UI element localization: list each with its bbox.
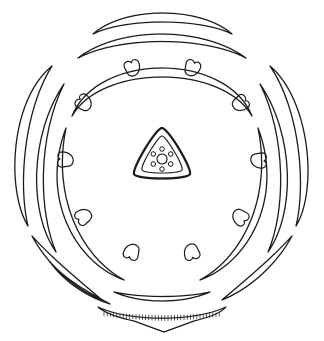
petal-arc-top — [78, 34, 246, 58]
stamen-lobe — [58, 152, 74, 167]
keeled-sepal-hatching — [104, 312, 219, 321]
inner-whorl — [57, 68, 267, 280]
stamen-lobe — [123, 58, 142, 78]
petal-whorl — [37, 34, 288, 304]
stamen-lobe — [122, 242, 141, 262]
petal-arc-bottom — [114, 292, 210, 301]
ovule — [151, 152, 155, 156]
stamen-lobe — [251, 153, 267, 168]
stamen-lobe — [182, 242, 201, 262]
ovule — [151, 162, 155, 166]
sepal-lower-left — [32, 236, 102, 300]
keeled-sepal — [98, 307, 226, 332]
ovule-cluster — [151, 147, 173, 171]
ovule — [160, 167, 164, 171]
ovule — [160, 147, 164, 151]
sepal-left — [15, 66, 52, 226]
ovule — [169, 162, 173, 166]
inner-arc-right — [200, 128, 267, 280]
ovule — [169, 152, 173, 156]
stamen-lobe — [73, 206, 95, 227]
ovary-center — [157, 154, 167, 164]
gynoecium — [134, 128, 190, 179]
sepal-top — [93, 13, 232, 34]
keeled-sepal-outline — [98, 307, 226, 332]
stamen-lobe — [183, 59, 202, 79]
stamen-lobe — [229, 206, 251, 227]
stamen-ring — [58, 58, 267, 262]
sepal-lower-right — [222, 236, 292, 300]
sepal-right — [270, 66, 308, 226]
petal-arc-left — [37, 84, 64, 252]
inner-arc-top — [72, 68, 252, 116]
inner-arc-left — [57, 128, 124, 280]
